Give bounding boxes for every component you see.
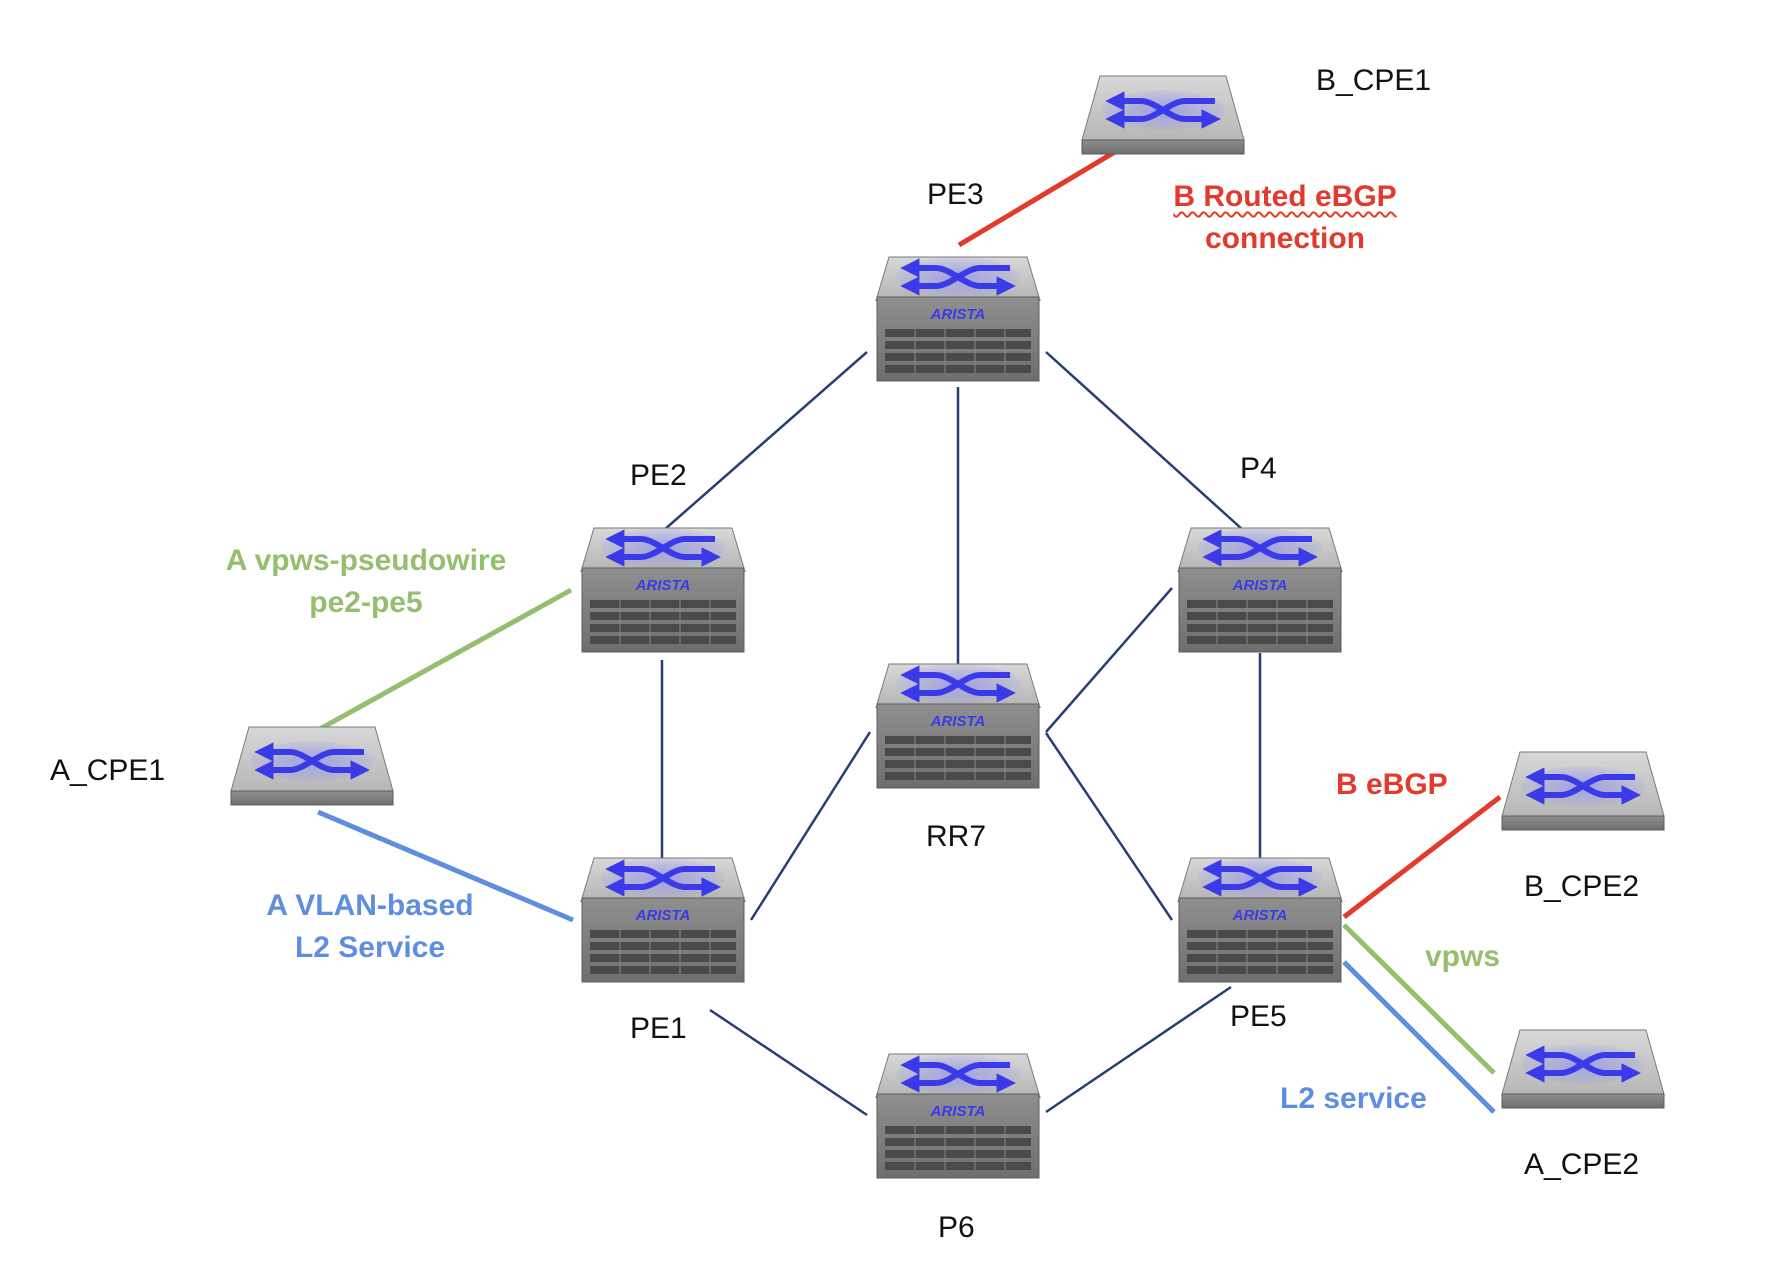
link-pe3-p4 xyxy=(1045,351,1244,531)
p4-router-icon[interactable] xyxy=(1177,528,1343,652)
b-cpe1-label: B_CPE1 xyxy=(1316,64,1432,97)
link-pe5-a-cpe2-vpws xyxy=(1342,923,1496,1075)
b-ebgp-line1: B eBGP xyxy=(1336,768,1448,801)
b-routed-ebgp-line2: connection xyxy=(1204,222,1365,255)
link-pe5-a-cpe2-l2 xyxy=(1342,960,1496,1114)
a-cpe2-label: A_CPE2 xyxy=(1524,1148,1640,1181)
a-vpws-line1: A vpws-pseudowire xyxy=(225,544,507,577)
pe3-label: PE3 xyxy=(927,178,984,211)
l2-service-line1: L2 service xyxy=(1280,1082,1427,1115)
link-rr7-p4 xyxy=(1045,587,1173,733)
a-cpe1-label: A_CPE1 xyxy=(50,754,166,787)
b-ebgp-label: B eBGP xyxy=(1336,764,1448,806)
link-pe1-p6 xyxy=(709,1008,868,1117)
b-cpe2-switch-icon[interactable] xyxy=(1502,752,1664,830)
link-pe2-a-cpe1 xyxy=(316,587,573,733)
b-routed-ebgp-label: B Routed eBGP connection xyxy=(1150,176,1420,260)
a-cpe1-switch-icon[interactable] xyxy=(231,727,393,805)
pe5-router-icon[interactable] xyxy=(1177,858,1343,982)
a-vpws-line2: pe2-pe5 xyxy=(309,586,423,619)
a-vlan-line2: L2 Service xyxy=(294,931,446,964)
rr7-router-icon[interactable] xyxy=(875,664,1041,788)
vpws-label: vpws xyxy=(1425,936,1500,978)
link-pe5-b-cpe2 xyxy=(1342,795,1502,919)
vpws-line1: vpws xyxy=(1425,940,1501,973)
links-layer xyxy=(316,119,1502,1117)
pe1-router-icon[interactable] xyxy=(580,858,746,982)
p6-label: P6 xyxy=(938,1211,975,1244)
l2-service-label: L2 service xyxy=(1280,1078,1427,1120)
link-a-cpe1-pe1 xyxy=(317,809,574,923)
b-routed-ebgp-line1: B Routed eBGP xyxy=(1173,180,1397,213)
rr7-label: RR7 xyxy=(926,820,987,853)
p4-label: P4 xyxy=(1240,452,1277,485)
a-vpws-pseudowire-label: A vpws-pseudowire pe2-pe5 xyxy=(196,540,536,624)
link-p6-pe5 xyxy=(1045,985,1232,1114)
a-vlan-based-label: A VLAN-based L2 Service xyxy=(225,885,515,969)
pe2-label: PE2 xyxy=(630,459,687,492)
pe1-label: PE1 xyxy=(630,1012,687,1045)
link-pe3-pe2 xyxy=(663,351,868,531)
b-cpe1-switch-icon[interactable] xyxy=(1082,76,1244,154)
b-cpe2-label: B_CPE2 xyxy=(1524,870,1640,903)
p6-router-icon[interactable] xyxy=(875,1054,1041,1178)
a-cpe2-switch-icon[interactable] xyxy=(1502,1030,1664,1108)
link-pe1-rr7 xyxy=(749,731,872,921)
pe5-label: PE5 xyxy=(1230,1000,1287,1033)
a-vlan-line1: A VLAN-based xyxy=(266,889,474,922)
pe3-router-icon[interactable] xyxy=(875,257,1041,381)
link-rr7-pe5 xyxy=(1044,732,1174,921)
pe2-router-icon[interactable] xyxy=(580,528,746,652)
